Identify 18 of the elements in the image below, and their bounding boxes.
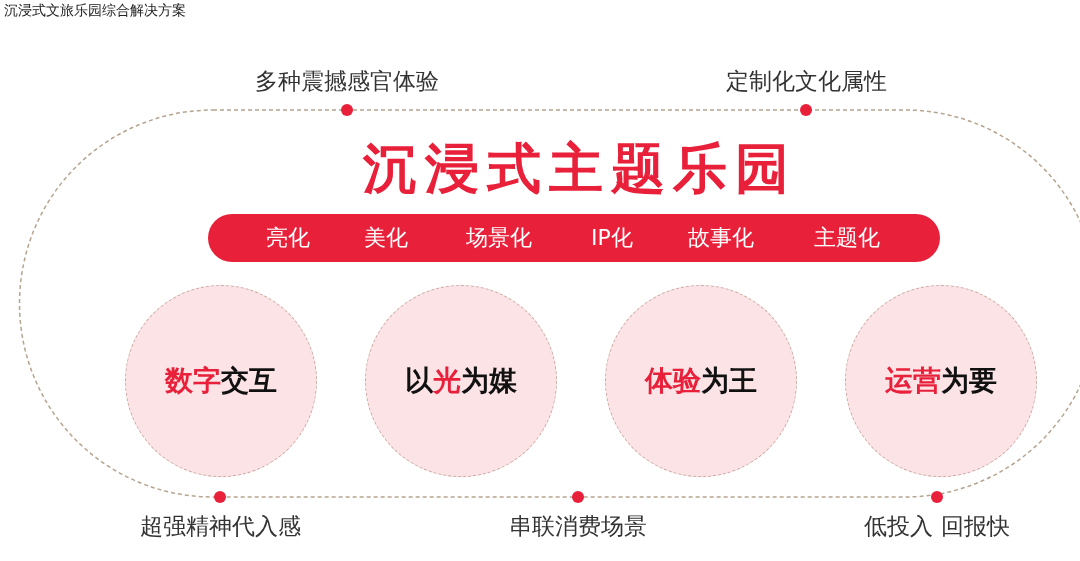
circle-text: 以光为媒 <box>405 363 517 399</box>
keyword-text: 亮化 <box>265 224 311 252</box>
feature-label: 超强精神代入感 <box>138 512 302 541</box>
feature-label: 多种震撼感官体验 <box>254 67 440 96</box>
page-title: 沉浸式文旅乐园综合解决方案 <box>4 2 186 20</box>
main-heading: 沉浸式主题乐园 <box>280 136 880 202</box>
circle-text: 体验为王 <box>645 363 757 399</box>
keyword-text: 主题化 <box>813 224 881 252</box>
keyword-text: 故事化 <box>687 224 755 252</box>
keyword-text: 场景化 <box>465 224 533 252</box>
keyword-text: IP化 <box>590 224 634 252</box>
feature-label: 定制化文化属性 <box>724 67 888 96</box>
keyword-text: 美化 <box>363 224 409 252</box>
circle-text: 运营为要 <box>885 363 997 399</box>
circle-text: 数字交互 <box>165 363 277 399</box>
feature-label: 串联消费场景 <box>508 512 648 541</box>
keyword-bar <box>208 214 940 262</box>
feature-label: 低投入 回报快 <box>863 512 1011 541</box>
